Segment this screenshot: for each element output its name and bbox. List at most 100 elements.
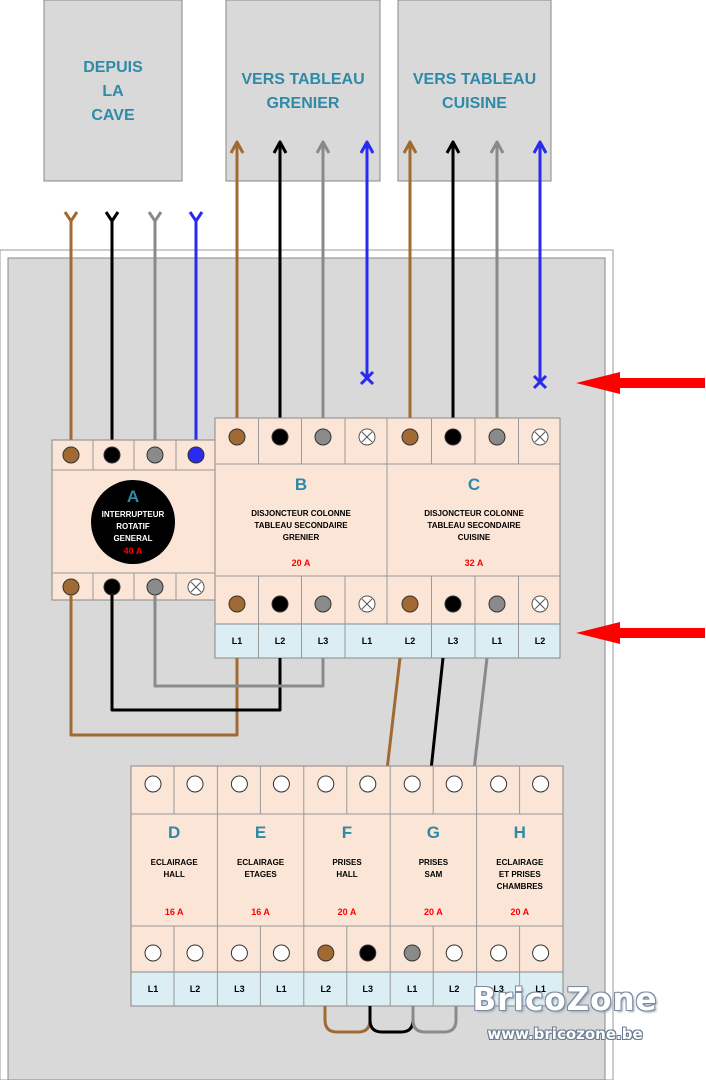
- breaker-C-line-2: CUISINE: [458, 533, 491, 542]
- bc-terminal-bot-4: [401, 595, 419, 613]
- breaker-H-letter: H: [514, 823, 526, 842]
- dh-terminal-top-5: [359, 775, 377, 793]
- breaker-D-line-1: HALL: [164, 870, 185, 879]
- top-box-2-line-0: VERS TABLEAU: [413, 71, 536, 88]
- bc-terminal-label-6: L1: [492, 636, 503, 646]
- breaker-F-letter: F: [342, 823, 352, 842]
- breaker-B-letter: B: [295, 475, 307, 494]
- cuisine-wire-grey-head: [489, 140, 505, 154]
- breaker-H-rating: 20 A: [510, 907, 529, 917]
- dh-terminal-label-6: L1: [407, 984, 418, 994]
- dh-terminal-label-7: L2: [449, 984, 460, 994]
- bc-terminal-top-7-x2: [534, 431, 546, 443]
- switch-a-letter: A: [127, 487, 139, 506]
- dh-terminal-bot-5: [359, 944, 377, 962]
- breaker-C-letter: C: [468, 475, 480, 494]
- switch-a-rating: 40 A: [124, 546, 143, 556]
- breaker-H-line-2: CHAMBRES: [497, 882, 544, 891]
- top-box-1-line-0: VERS TABLEAU: [241, 71, 364, 88]
- breaker-D-letter: D: [168, 823, 180, 842]
- top-box-0-line-1: LA: [102, 83, 124, 100]
- switch-a-terminal-top-3: [146, 446, 164, 464]
- grenier-wire-black-head: [272, 140, 288, 154]
- dh-terminal-top-8: [490, 775, 508, 793]
- dh-terminal-bot-8: [490, 944, 508, 962]
- bc-terminal-top-1: [271, 428, 289, 446]
- switch-a-line-2: GENERAL: [113, 534, 152, 543]
- breaker-G-line-1: SAM: [425, 870, 443, 879]
- switch-a-knob: [91, 480, 175, 564]
- bc-terminal-label-0: L1: [232, 636, 243, 646]
- top-box-1: [225, 0, 381, 182]
- cuisine-wire-blue-x2: [532, 374, 548, 390]
- dh-terminal-bot-1: [186, 944, 204, 962]
- bc-terminal-bot-6: [488, 595, 506, 613]
- dh-terminal-label-4: L2: [321, 984, 332, 994]
- breaker-B-line-1: TABLEAU SECONDAIRE: [254, 521, 348, 530]
- bc-terminal-bot-3-x2: [361, 598, 373, 610]
- top-box-0: [43, 0, 183, 182]
- watermark-title: BricoZone: [472, 982, 658, 1018]
- dh-terminal-label-0: L1: [148, 984, 159, 994]
- switch-a-terminal-bot-4-x2: [190, 581, 202, 593]
- breaker-G-letter: G: [427, 823, 440, 842]
- dh-terminal-label-1: L2: [190, 984, 201, 994]
- bc-terminal-top-0: [228, 428, 246, 446]
- bc-terminal-top-4: [401, 428, 419, 446]
- bc-terminal-bot-7-x2: [534, 598, 546, 610]
- breaker-E-line-0: ECLAIRAGE: [237, 858, 285, 867]
- watermark-url: www.bricozone.be: [487, 1025, 643, 1043]
- feed-wire-brown: [69, 595, 239, 737]
- bc-terminal-label-5: L3: [448, 636, 459, 646]
- breaker-H-line-1: ET PRISES: [499, 870, 541, 879]
- cuisine-wire-blue-head: [532, 140, 548, 154]
- bc-terminal-label-3: L1: [362, 636, 373, 646]
- bus-wire-grey: [472, 657, 489, 771]
- switch-a-terminal-top-1: [62, 446, 80, 464]
- bc-terminal-strip: [214, 623, 561, 659]
- breaker-B-rating: 20 A: [292, 558, 311, 568]
- dh-terminal-top-7: [445, 775, 463, 793]
- bc-terminal-label-2: L3: [318, 636, 329, 646]
- bc-terminal-bot-5: [444, 595, 462, 613]
- breaker-F-rating: 20 A: [338, 907, 357, 917]
- dh-terminal-top-6: [403, 775, 421, 793]
- incoming-wire-0-fork: [63, 211, 79, 223]
- dh-terminal-label-9: L1: [535, 984, 546, 994]
- dh-terminal-bot-3: [272, 944, 290, 962]
- red-arrow-top: [576, 372, 705, 394]
- breaker-C-rating: 32 A: [465, 558, 484, 568]
- top-box-0-line-2: CAVE: [91, 107, 135, 124]
- dh-terminal-label-2: L3: [234, 984, 245, 994]
- breaker-E-letter: E: [255, 823, 266, 842]
- grenier-wire-grey-head: [315, 140, 331, 154]
- switch-a-terminal-bot-2: [103, 578, 121, 596]
- bc-terminal-label-4: L2: [405, 636, 416, 646]
- dh-terminal-bot-7: [445, 944, 463, 962]
- cuisine-wire-brown-head: [402, 140, 418, 154]
- dh-terminal-top-1: [186, 775, 204, 793]
- bc-terminal-top-6: [488, 428, 506, 446]
- dh-terminal-bot-9: [532, 944, 550, 962]
- switch-a-line-0: INTERRUPTEUR: [102, 510, 165, 519]
- switch-a-line-1: ROTATIF: [116, 522, 150, 531]
- bc-terminal-bot-1: [271, 595, 289, 613]
- dh-terminal-top-9: [532, 775, 550, 793]
- breaker-B-line-0: DISJONCTEUR COLONNE: [251, 509, 351, 518]
- bc-terminal-label-1: L2: [275, 636, 286, 646]
- red-arrow-bottom: [576, 622, 705, 644]
- breaker-G-line-0: PRISES: [419, 858, 449, 867]
- top-box-1-line-1: GRENIER: [267, 95, 340, 112]
- breaker-F-line-0: PRISES: [332, 858, 362, 867]
- switch-a-terminal-top-4: [187, 446, 205, 464]
- bc-terminal-bot-2: [314, 595, 332, 613]
- dh-terminal-top-0: [144, 775, 162, 793]
- bc-terminal-bot-0: [228, 595, 246, 613]
- grenier-wire-blue-x2: [359, 370, 375, 386]
- top-box-2-line-1: CUISINE: [442, 95, 507, 112]
- breaker-E-line-1: ETAGES: [244, 870, 277, 879]
- dh-terminal-label-5: L3: [363, 984, 374, 994]
- bc-terminal-label-7: L2: [535, 636, 546, 646]
- grenier-wire-blue-head: [359, 140, 375, 154]
